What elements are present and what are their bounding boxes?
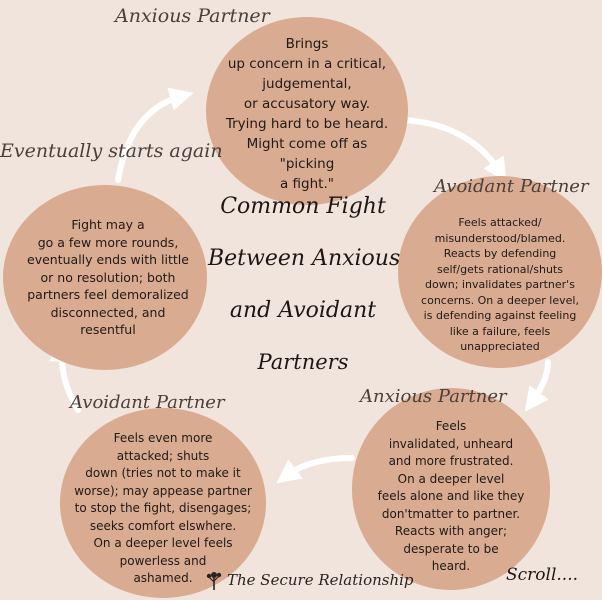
node-avoidant-defends-text: Feels attacked/ misunderstood/blamed. Re… bbox=[421, 216, 579, 354]
diagram-title: Common Fight Between Anxious and Avoidan… bbox=[208, 194, 401, 374]
arrow-bottom-right-to-bottom-left bbox=[276, 455, 355, 484]
arrow-left-to-top bbox=[115, 87, 194, 183]
node-fight-ends-text: Fight may a go a few more rounds, eventu… bbox=[27, 217, 189, 338]
node-anxious-escalates-text: Feels invalidated, unheard and more frus… bbox=[377, 419, 525, 574]
label-avoidant-partner-bottom: Avoidant Partner bbox=[70, 392, 225, 413]
title-line-4: Partners bbox=[257, 350, 349, 374]
node-avoidant-withdraws-text: Feels even more attacked; shuts down (tr… bbox=[74, 431, 252, 586]
node-avoidant-defends: Feels attacked/ misunderstood/blamed. Re… bbox=[398, 176, 602, 368]
tree-icon bbox=[206, 572, 222, 590]
title-line-1: Common Fight bbox=[220, 194, 386, 219]
brand-footer: The Secure Relationship bbox=[205, 570, 414, 590]
label-anxious-partner-top: Anxious Partner bbox=[115, 5, 270, 27]
title-line-2: Between Anxious bbox=[208, 246, 401, 271]
brand-name: The Secure Relationship bbox=[227, 571, 414, 589]
scroll-hint: Scroll.... bbox=[506, 565, 579, 585]
label-avoidant-partner-right: Avoidant Partner bbox=[434, 176, 589, 197]
title-line-3: and Avoidant bbox=[229, 298, 377, 323]
label-anxious-partner-bottom: Anxious Partner bbox=[360, 386, 507, 407]
arrow-top-to-right bbox=[402, 117, 507, 183]
node-avoidant-withdraws: Feels even more attacked; shuts down (tr… bbox=[60, 408, 266, 598]
node-anxious-initial: Brings up concern in a critical, judgeme… bbox=[206, 17, 408, 205]
node-fight-ends: Fight may a go a few more rounds, eventu… bbox=[3, 185, 207, 370]
node-anxious-initial-text: Brings up concern in a critical, judgeme… bbox=[225, 36, 389, 192]
node-anxious-escalates: Feels invalidated, unheard and more frus… bbox=[352, 388, 550, 590]
label-eventually-starts-again: Eventually starts again bbox=[0, 140, 223, 162]
arrow-right-to-bottom-right bbox=[524, 359, 551, 412]
